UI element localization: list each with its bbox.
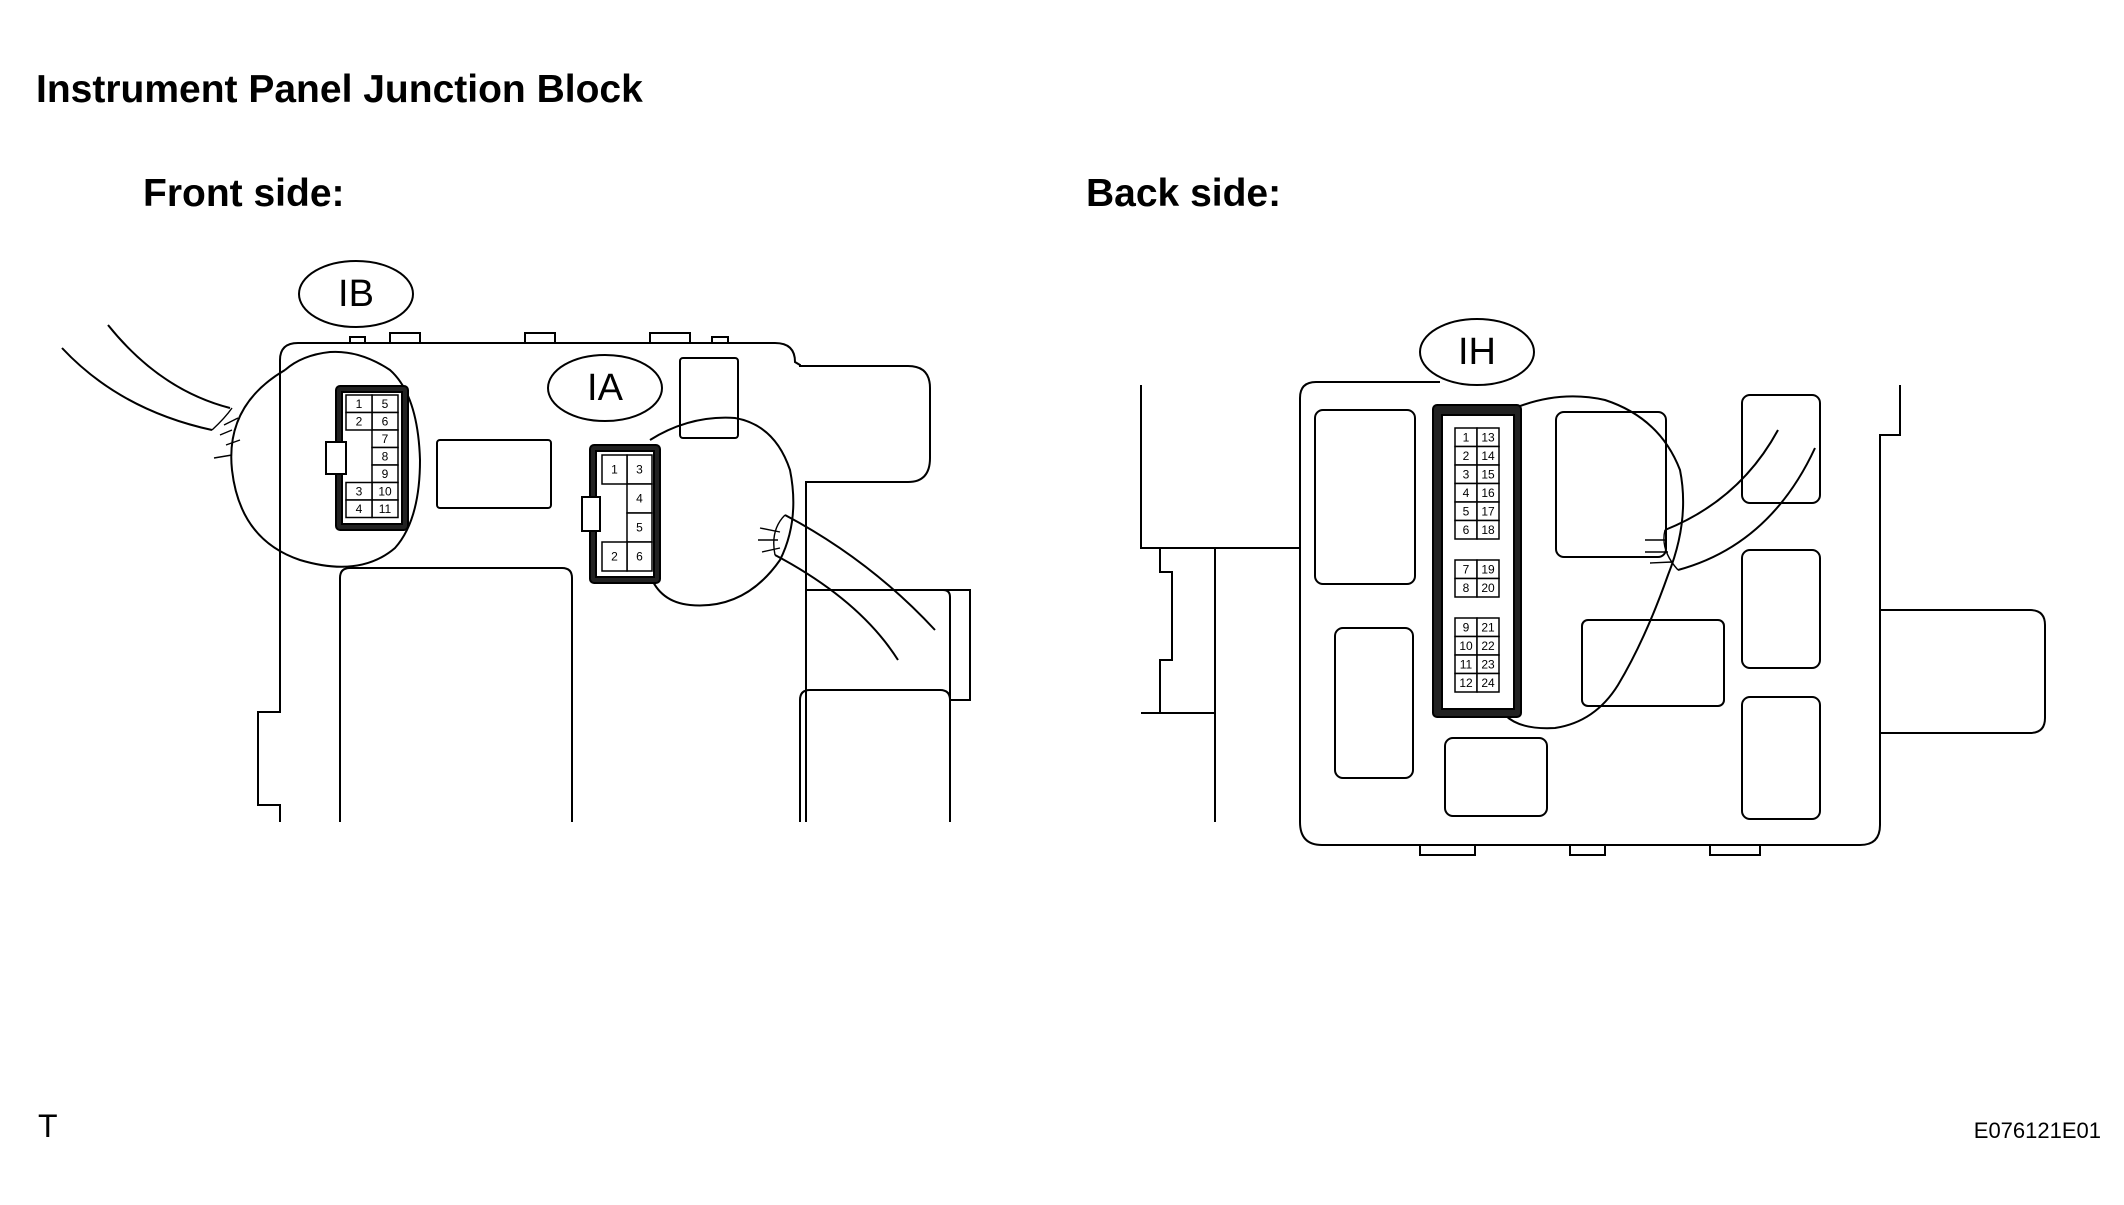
ia-pin-6-cell [626,541,653,572]
ih-pin-9: 9 [1463,620,1470,634]
front-side-label: Front side: [143,172,345,215]
ib-pin-1: 1 [356,397,363,411]
ib-pin-2-cell [345,411,373,431]
ih-pin-17: 17 [1481,504,1495,518]
ih-pin-4: 4 [1463,486,1470,500]
ib-pin-2: 2 [356,414,363,428]
ih-pin-23: 23 [1481,657,1495,671]
ih-pin-16: 16 [1481,486,1495,500]
ia-pin-1: 1 [611,463,618,477]
page-title: Instrument Panel Junction Block [36,68,643,111]
ia-pin-3-cell [626,454,653,485]
ih-pin-18-cell [1476,519,1500,540]
ib-pin-6: 6 [382,414,389,428]
ib-pin-7: 7 [382,432,389,446]
ib-connector-label: IB [338,273,374,315]
ih-pin-3: 3 [1463,467,1470,481]
ia-pin-3: 3 [636,463,643,477]
corner-letter: T [38,1108,58,1144]
back-side-label: Back side: [1086,172,1282,215]
ia-connector-label: IA [587,367,624,409]
ih-pin-6: 6 [1463,523,1470,537]
ia-pin-6: 6 [636,550,643,564]
ih-pin-14: 14 [1481,449,1495,463]
back-side-view: IH 1 13 2 14 3 15 4 16 5 17 6 18 7 19 8 20 9 21 10 22 11 23 12… [1140,318,2046,856]
ia-pin-5: 5 [636,521,643,535]
ib-pin-11: 11 [379,502,392,516]
ia-pin-1-cell [601,454,628,485]
ib-pin-9: 9 [382,467,389,481]
ib-pin-4: 4 [356,502,363,516]
ih-pin-8: 8 [1463,581,1470,595]
ib-pin-8: 8 [382,449,389,463]
ih-pin-22: 22 [1481,639,1495,653]
ih-pin-21: 21 [1481,620,1495,634]
ih-connector-label: IH [1458,331,1496,373]
figure-id: E076121E01 [1973,1118,2101,1143]
ih-pin-2: 2 [1463,449,1470,463]
ih-pin-7: 7 [1463,562,1470,576]
ib-pin-10: 10 [378,484,392,498]
ia-pin-2: 2 [611,550,618,564]
ia-pin-4: 4 [636,492,643,506]
ih-pin-19: 19 [1481,562,1495,576]
ib-pin-4-cell [345,499,373,519]
ih-pin-24-cell [1476,672,1500,693]
ih-pin-13: 13 [1481,430,1495,444]
ia-connector: 3 4 5 6 1 2 [581,444,661,584]
ih-connector: 1 13 2 14 3 15 4 16 5 17 6 18 7 19 8 20 9 21 10 22 11 23 12 24 [1432,404,1522,718]
ih-pin-20: 20 [1481,581,1495,595]
ih-pin-20-cell [1476,577,1500,598]
ia-pin-5-cell [626,512,653,543]
ib-pin-3: 3 [356,484,363,498]
ih-pin-1: 1 [1463,430,1470,444]
ib-pin-5: 5 [382,397,389,411]
ih-pin-18: 18 [1481,523,1495,537]
ih-pin-15: 15 [1481,467,1495,481]
ih-pin-24: 24 [1481,676,1495,690]
ih-pin-5: 5 [1463,504,1470,518]
ia-pin-2-cell [601,541,628,572]
ih-pin-11: 11 [1460,657,1473,671]
ih-pin-10: 10 [1459,639,1473,653]
ih-pin-12: 12 [1459,676,1473,690]
